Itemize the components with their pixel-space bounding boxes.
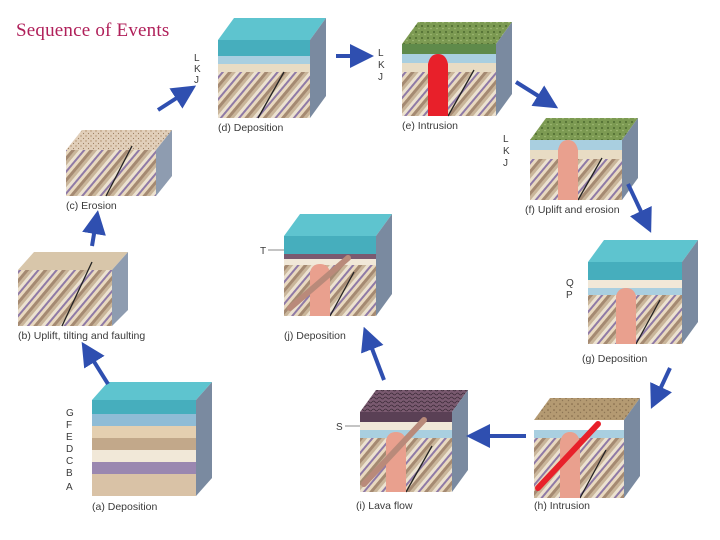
layer-label-p: P <box>566 290 573 301</box>
layer-label-a: A <box>66 482 73 493</box>
panel-a-layer-g <box>92 400 196 414</box>
panel-g-cooled-intrusion <box>616 288 636 344</box>
layer-label-j: J <box>194 75 199 86</box>
panel-i-lava-top <box>360 390 468 412</box>
panel-h-caption: (h) Intrusion <box>534 500 590 512</box>
panel-h-soil-top <box>534 398 640 420</box>
panel-e-caption: (e) Intrusion <box>402 120 458 132</box>
panel-d-layer-j <box>218 64 310 72</box>
layer-label-s: S <box>336 422 343 433</box>
panel-a-deposition: G F E D C B A (a) Deposition <box>66 382 212 513</box>
panel-a-layer-c <box>92 450 196 462</box>
panel-j-deposition: T (j) Deposition <box>260 214 392 342</box>
panel-i-layer-white <box>360 422 452 430</box>
panel-b-uplift-tilt-fault: (b) Uplift, tilting and faulting <box>18 252 145 342</box>
layer-label-k: K <box>194 64 201 75</box>
panel-d-caption: (d) Deposition <box>218 122 284 134</box>
panel-a-water-top <box>92 382 212 400</box>
panel-g-layer-p <box>588 280 682 288</box>
panel-d-basement <box>218 72 310 118</box>
arrow-i-to-j <box>368 338 384 380</box>
panel-a-caption: (a) Deposition <box>92 501 158 513</box>
panel-d-water-top <box>218 18 326 40</box>
panel-a-layer-f <box>92 414 196 426</box>
arrow-e-to-f <box>516 82 548 102</box>
layer-label-l: L <box>194 53 200 64</box>
panel-f-uplift-erosion: L K J (f) Uplift and erosion <box>503 118 638 216</box>
panel-j-layer-s <box>284 254 376 259</box>
layer-label-c: C <box>66 456 73 467</box>
arrow-a-to-b <box>88 352 108 384</box>
panel-g-deposition: Q P (g) Deposition <box>566 240 698 365</box>
panel-a-layer-b <box>92 462 196 474</box>
panel-a-layer-labels: G F E D C B A <box>66 408 74 493</box>
layer-label-f: F <box>66 420 72 431</box>
layer-label-b: B <box>66 468 73 479</box>
arrow-c-to-d <box>158 92 186 110</box>
arrow-g-to-h <box>656 368 670 398</box>
panel-c-front <box>66 150 156 196</box>
panel-j-caption: (j) Deposition <box>284 330 346 342</box>
panel-g-water-top <box>588 240 698 262</box>
panel-c-erosion: (c) Erosion <box>66 130 172 212</box>
layer-label-e: E <box>66 432 73 443</box>
layer-label-k: K <box>378 60 385 71</box>
arrow-b-to-c <box>92 222 96 246</box>
panel-e-layer-l <box>402 44 496 54</box>
layer-label-k: K <box>503 146 510 157</box>
layer-label-g: G <box>66 408 74 419</box>
panel-b-caption: (b) Uplift, tilting and faulting <box>18 330 145 342</box>
panel-i-lava-flow: S (i) Lava flow <box>336 390 468 512</box>
panel-b-top <box>18 252 128 270</box>
panel-e-layer-k <box>402 54 496 63</box>
panel-j-layer-white <box>284 259 376 265</box>
panel-h-layer-k <box>534 430 624 438</box>
layer-label-d: D <box>66 444 73 455</box>
panel-d-deposition: L K J (d) Deposition <box>194 18 326 134</box>
panel-e-layer-j <box>402 63 496 72</box>
panel-h-layer-white <box>534 420 624 430</box>
panel-a-layer-a <box>92 474 196 496</box>
panel-e-vegetation-top <box>402 22 512 44</box>
panel-j-water-top <box>284 214 392 236</box>
panel-f-vegetation-top <box>530 118 638 140</box>
panel-e-basement <box>402 72 496 116</box>
panel-a-layer-e <box>92 426 196 438</box>
panel-f-cooled-intrusion <box>558 140 578 200</box>
panel-d-layer-k <box>218 56 310 64</box>
panel-g-layer-q <box>588 262 682 280</box>
layer-label-l: L <box>503 134 509 145</box>
panel-d-layer-l <box>218 40 310 56</box>
panel-e-intrusion: L K J (e) Intrusion <box>378 22 512 132</box>
panel-g-caption: (g) Deposition <box>582 353 648 365</box>
layer-label-j: J <box>503 158 508 169</box>
layer-label-q: Q <box>566 278 574 289</box>
panel-b-front <box>18 270 112 326</box>
layer-label-l: L <box>378 48 384 59</box>
panel-e-red-intrusion <box>428 54 448 116</box>
panel-a-layer-d <box>92 438 196 450</box>
panel-f-caption: (f) Uplift and erosion <box>525 204 620 216</box>
panel-i-layer-s <box>360 412 452 422</box>
layer-label-j: J <box>378 72 383 83</box>
layer-label-t: T <box>260 246 266 257</box>
arrow-f-to-g <box>628 184 646 222</box>
panel-i-caption: (i) Lava flow <box>356 500 413 512</box>
panel-c-caption: (c) Erosion <box>66 200 117 212</box>
panel-a-side <box>196 382 212 496</box>
panel-j-layer-t <box>284 236 376 254</box>
panel-h-intrusion: (h) Intrusion <box>534 398 640 512</box>
